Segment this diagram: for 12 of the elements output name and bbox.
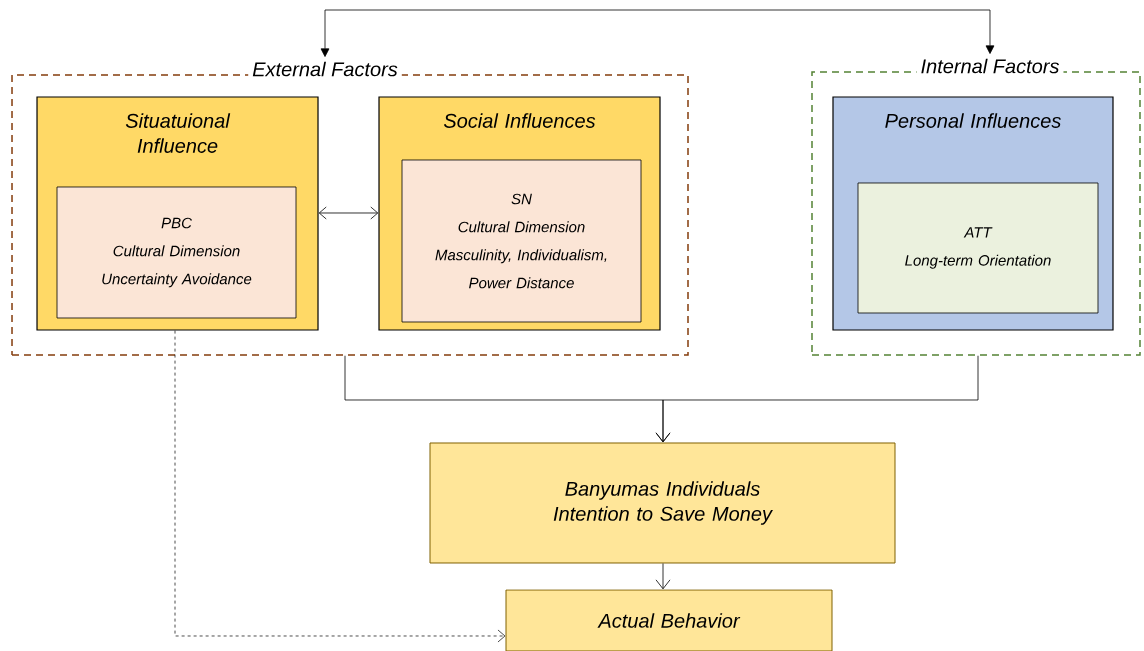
arrow <box>655 355 979 443</box>
arrow <box>318 206 379 220</box>
arrow <box>320 9 995 57</box>
detail-box: ATT Long-term Orientation <box>857 182 1099 314</box>
arrow <box>174 330 506 643</box>
arrow <box>655 563 671 590</box>
process-box: Actual Behavior <box>505 589 833 651</box>
detail-box: SN Cultural Dimension Masculinity, Individualism, Power Distance <box>401 159 642 323</box>
process-box: Banyumas Individuals Intention to Save Money <box>429 442 896 564</box>
group-heading: External Factors <box>248 57 402 81</box>
detail-box: PBC Cultural Dimension Uncertainty Avoidance <box>56 186 297 319</box>
group-heading: Internal Factors <box>916 54 1064 78</box>
